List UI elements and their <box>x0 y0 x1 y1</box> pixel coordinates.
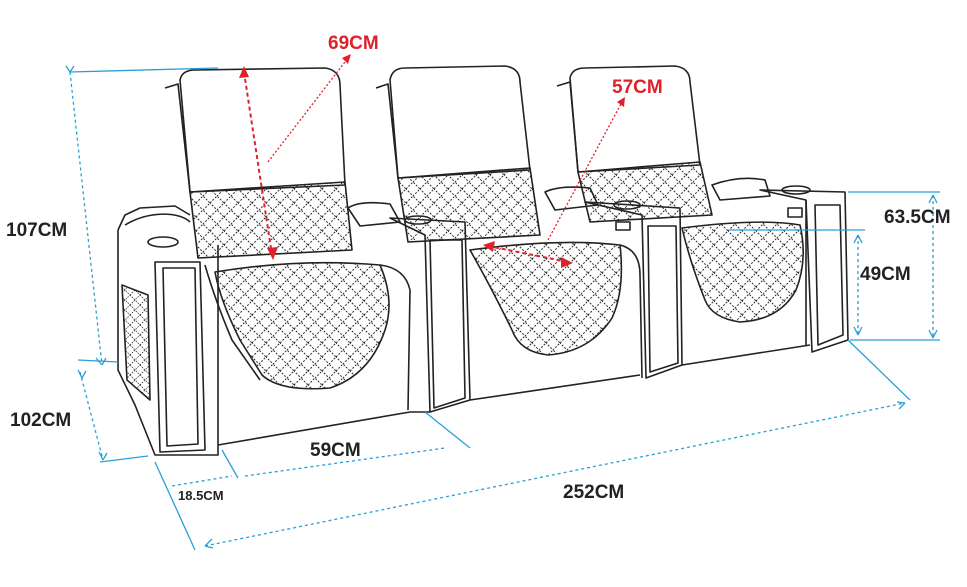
label-depth: 102CM <box>10 410 72 431</box>
label-headrest-height: 69CM <box>328 33 379 54</box>
label-seat-width-diag: 57CM <box>612 77 663 98</box>
label-total-height: 107CM <box>6 220 68 241</box>
label-seat-height: 49CM <box>860 264 911 285</box>
label-armrest-height: 63.5CM <box>884 207 951 228</box>
label-seat-width: 59CM <box>310 440 361 461</box>
label-armrest-width: 18.5CM <box>178 488 224 503</box>
label-total-length: 252CM <box>563 482 625 503</box>
blue-dimension-lines <box>65 65 940 551</box>
sofa-outline <box>117 65 849 456</box>
red-dimension-lines <box>243 57 623 263</box>
red-arrowheads <box>239 54 625 268</box>
